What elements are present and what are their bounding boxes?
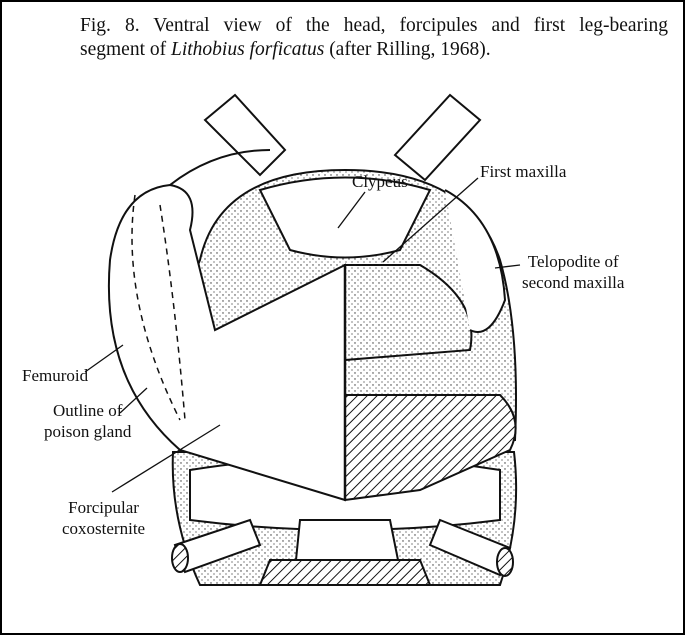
leader-clypeus <box>337 191 366 229</box>
label-clypeus: Clypeus <box>352 172 408 191</box>
leader-telopodite <box>494 264 521 269</box>
caption-line-2: segment of Lithobius forficatus (after R… <box>80 39 491 60</box>
leader-first-maxilla <box>382 177 479 263</box>
hatched-coxosternite <box>344 394 517 502</box>
leader-femuroid <box>84 344 124 373</box>
label-femuroid: Femuroid <box>22 366 89 385</box>
leader-coxosternite <box>111 424 221 493</box>
right-leg <box>428 518 512 577</box>
species-name: Lithobius forficatus <box>170 39 325 60</box>
label-first-maxilla: First maxilla <box>480 162 567 181</box>
left-antenna <box>203 93 287 177</box>
right-antenna <box>393 93 482 182</box>
caption-line-1: Fig. 8. Ventral view of the head, forcip… <box>80 15 668 36</box>
leader-poison-gland <box>119 387 148 414</box>
figure-caption: Fig. 8. Ventral view of the head, forcip… <box>80 14 668 62</box>
